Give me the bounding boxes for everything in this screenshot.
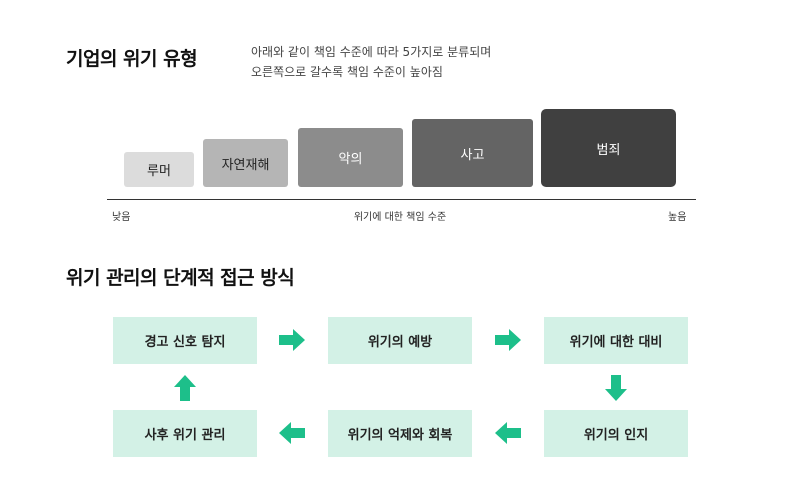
crisis-type-label: 범죄 [596, 142, 621, 158]
step-post-crisis-management: 사후 위기 관리 [113, 410, 257, 457]
arrow-right-icon [495, 329, 521, 351]
step-label: 경고 신호 탐지 [144, 335, 226, 350]
crisis-type-rumor: 루머 [124, 152, 194, 187]
axis-label-center: 위기에 대한 책임 수준 [353, 212, 447, 223]
crisis-type-label: 루머 [147, 164, 171, 179]
step-label: 위기에 대한 대비 [569, 335, 663, 350]
crisis-type-natural-disaster: 자연재해 [203, 139, 288, 187]
responsibility-axis-line [107, 199, 696, 200]
description-line-1: 아래와 같이 책임 수준에 따라 5가지로 분류되며 [251, 45, 492, 59]
arrow-left-icon [495, 422, 521, 444]
step-label: 위기의 예방 [367, 335, 433, 350]
crisis-type-crime: 범죄 [541, 109, 676, 187]
step-warning-signal-detection: 경고 신호 탐지 [113, 317, 257, 364]
step-label: 위기의 억제와 회복 [347, 428, 453, 443]
crisis-type-label: 사고 [460, 147, 485, 163]
crisis-type-label: 자연재해 [221, 157, 270, 173]
step-label: 사후 위기 관리 [144, 428, 226, 443]
arrow-left-icon [279, 422, 305, 444]
arrow-down-icon [605, 375, 627, 401]
arrow-up-icon [174, 375, 196, 401]
description-line-2: 오른쪽으로 갈수록 책임 수준이 높아짐 [251, 65, 443, 79]
step-crisis-recognition: 위기의 인지 [544, 410, 688, 457]
crisis-type-malice: 악의 [298, 128, 403, 187]
arrow-right-icon [279, 329, 305, 351]
axis-label-low: 낮음 [112, 212, 131, 223]
crisis-type-accident: 사고 [412, 119, 533, 187]
step-label: 위기의 인지 [583, 428, 649, 443]
step-crisis-preparation: 위기에 대한 대비 [544, 317, 688, 364]
crisis-type-label: 악의 [338, 152, 363, 167]
axis-label-high: 높음 [668, 212, 687, 223]
step-containment-and-recovery: 위기의 억제와 회복 [328, 410, 472, 457]
section-title-crisis-types: 기업의 위기 유형 [66, 48, 198, 70]
section-title-crisis-management: 위기 관리의 단계적 접근 방식 [66, 267, 295, 289]
crisis-types-description: 아래와 같이 책임 수준에 따라 5가지로 분류되며 오른쪽으로 갈수록 책임 … [251, 42, 491, 82]
step-crisis-prevention: 위기의 예방 [328, 317, 472, 364]
